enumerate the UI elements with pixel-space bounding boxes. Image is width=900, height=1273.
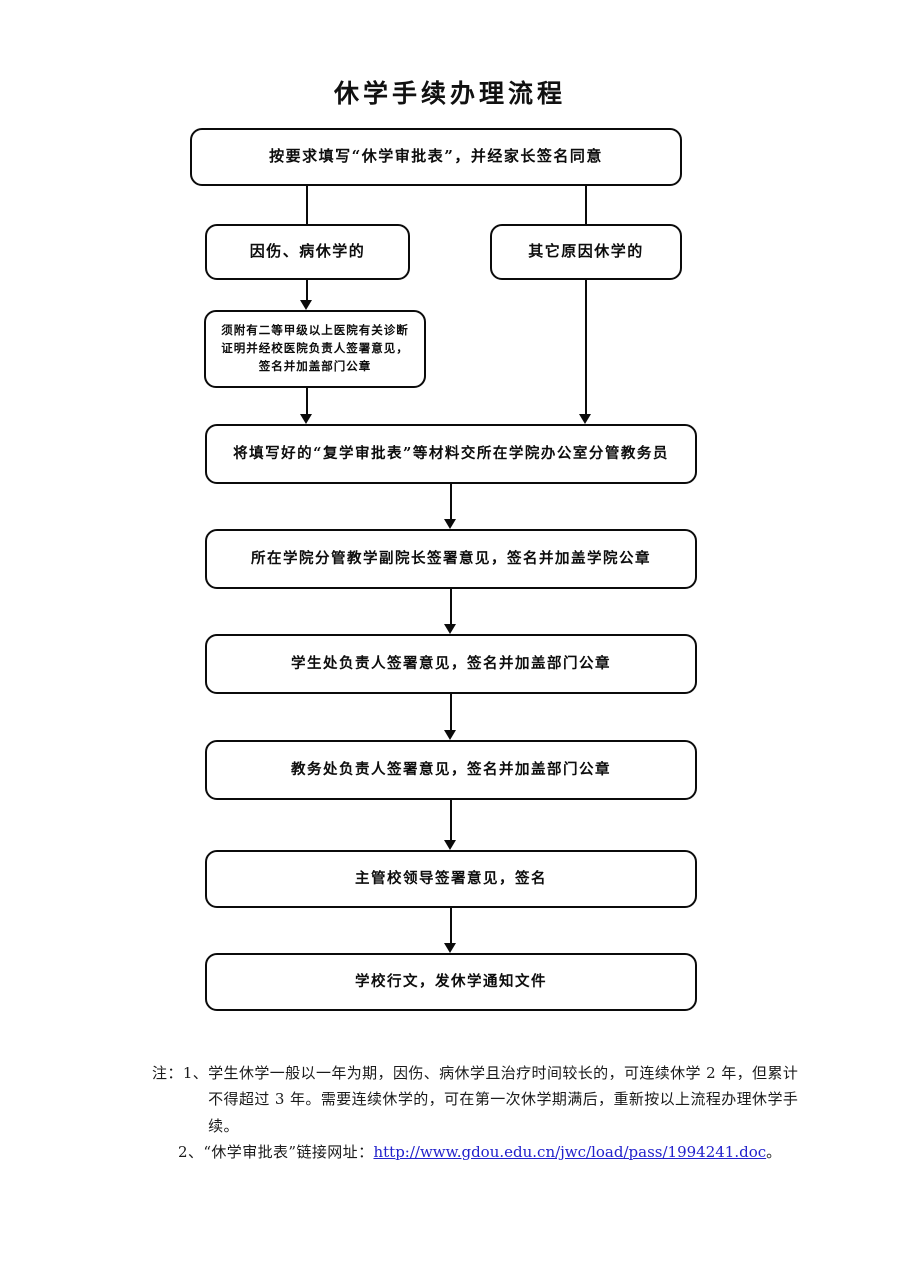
connector-other-to-submit (585, 280, 588, 415)
connector-student-affairs-to-academic (450, 694, 453, 730)
flow-node-issue-document: 学校行文，发休学通知文件 (205, 953, 697, 1011)
xiuxue-form-link[interactable]: http://www.gdou.edu.cn/jwc/load/pass/199… (373, 1142, 767, 1161)
note-1-marker: 1、 (182, 1064, 209, 1082)
connector-start-to-other (585, 186, 588, 224)
note-2-text: “休学审批表”链接网址：http://www.gdou.edu.cn/jwc/l… (203, 1139, 812, 1165)
arrow-head-icon (444, 840, 456, 850)
arrow-head-icon (444, 730, 456, 740)
flow-node-label: 主管校领导签署意见，签名 (355, 870, 547, 888)
connector-leader-to-issue (450, 908, 453, 944)
flow-node-other-branch: 其它原因休学的 (490, 224, 682, 280)
arrow-head-icon (300, 414, 312, 424)
flow-node-label: 按要求填写“休学审批表”，并经家长签名同意 (269, 147, 603, 166)
flow-node-label: 其它原因休学的 (528, 242, 644, 261)
arrow-head-icon (579, 414, 591, 424)
flow-node-label: 学校行文，发休学通知文件 (355, 973, 547, 991)
flow-node-student-affairs-sign: 学生处负责人签署意见，签名并加盖部门公章 (205, 634, 697, 694)
connector-medical-to-submit (306, 388, 309, 415)
note-2-marker: 2、 (178, 1142, 204, 1161)
connector-academic-to-leader (450, 800, 453, 841)
note-prefix: 注： (152, 1064, 183, 1082)
flow-node-label: 教务处负责人签署意见，签名并加盖部门公章 (291, 761, 611, 779)
flow-node-label: 因伤、病休学的 (249, 242, 366, 261)
connector-submit-to-dean (450, 484, 453, 520)
note-item-1: 注： 1、 学生休学一般以一年为期，因伤、病休学且治疗时间较长的，可连续休学 2… (152, 1060, 812, 1139)
flow-node-label: 学生处负责人签署意见，签名并加盖部门公章 (291, 655, 611, 673)
connector-injury-to-medical (306, 280, 309, 301)
flow-node-label: 将填写好的“复学审批表”等材料交所在学院办公室分管教务员 (233, 445, 669, 463)
flow-node-start: 按要求填写“休学审批表”，并经家长签名同意 (190, 128, 682, 186)
note-1-text: 学生休学一般以一年为期，因伤、病休学且治疗时间较长的，可连续休学 2 年，但累计… (208, 1064, 799, 1135)
flow-node-injury-branch: 因伤、病休学的 (205, 224, 410, 280)
flow-node-label: 须附有二等甲级以上医院有关诊断证明并经校医院负责人签署意见，签名并加盖部门公章 (221, 323, 409, 373)
flow-node-academic-affairs-sign: 教务处负责人签署意见，签名并加盖部门公章 (205, 740, 697, 800)
connector-dean-to-student-affairs (450, 589, 453, 625)
flow-node-college-dean-sign: 所在学院分管教学副院长签署意见，签名并加盖学院公章 (205, 529, 697, 589)
arrow-head-icon (444, 943, 456, 953)
flow-node-school-leader-sign: 主管校领导签署意见，签名 (205, 850, 697, 908)
connector-start-to-injury (306, 186, 309, 224)
flow-node-medical-certificate: 须附有二等甲级以上医院有关诊断证明并经校医院负责人签署意见，签名并加盖部门公章 (204, 310, 426, 388)
note-2-text-before: “休学审批表”链接网址： (203, 1142, 374, 1161)
arrow-head-icon (444, 624, 456, 634)
note-2-text-after: 。 (766, 1142, 782, 1161)
page-title: 休学手续办理流程 (333, 79, 566, 108)
flow-node-label: 所在学院分管教学副院长签署意见，签名并加盖学院公章 (251, 550, 651, 568)
note-item-2: 2、 “休学审批表”链接网址：http://www.gdou.edu.cn/jw… (152, 1139, 812, 1165)
arrow-head-icon (444, 519, 456, 529)
arrow-head-icon (300, 300, 312, 310)
notes-section: 注： 1、 学生休学一般以一年为期，因伤、病休学且治疗时间较长的，可连续休学 2… (152, 1060, 812, 1165)
flow-node-submit-materials: 将填写好的“复学审批表”等材料交所在学院办公室分管教务员 (205, 424, 697, 484)
